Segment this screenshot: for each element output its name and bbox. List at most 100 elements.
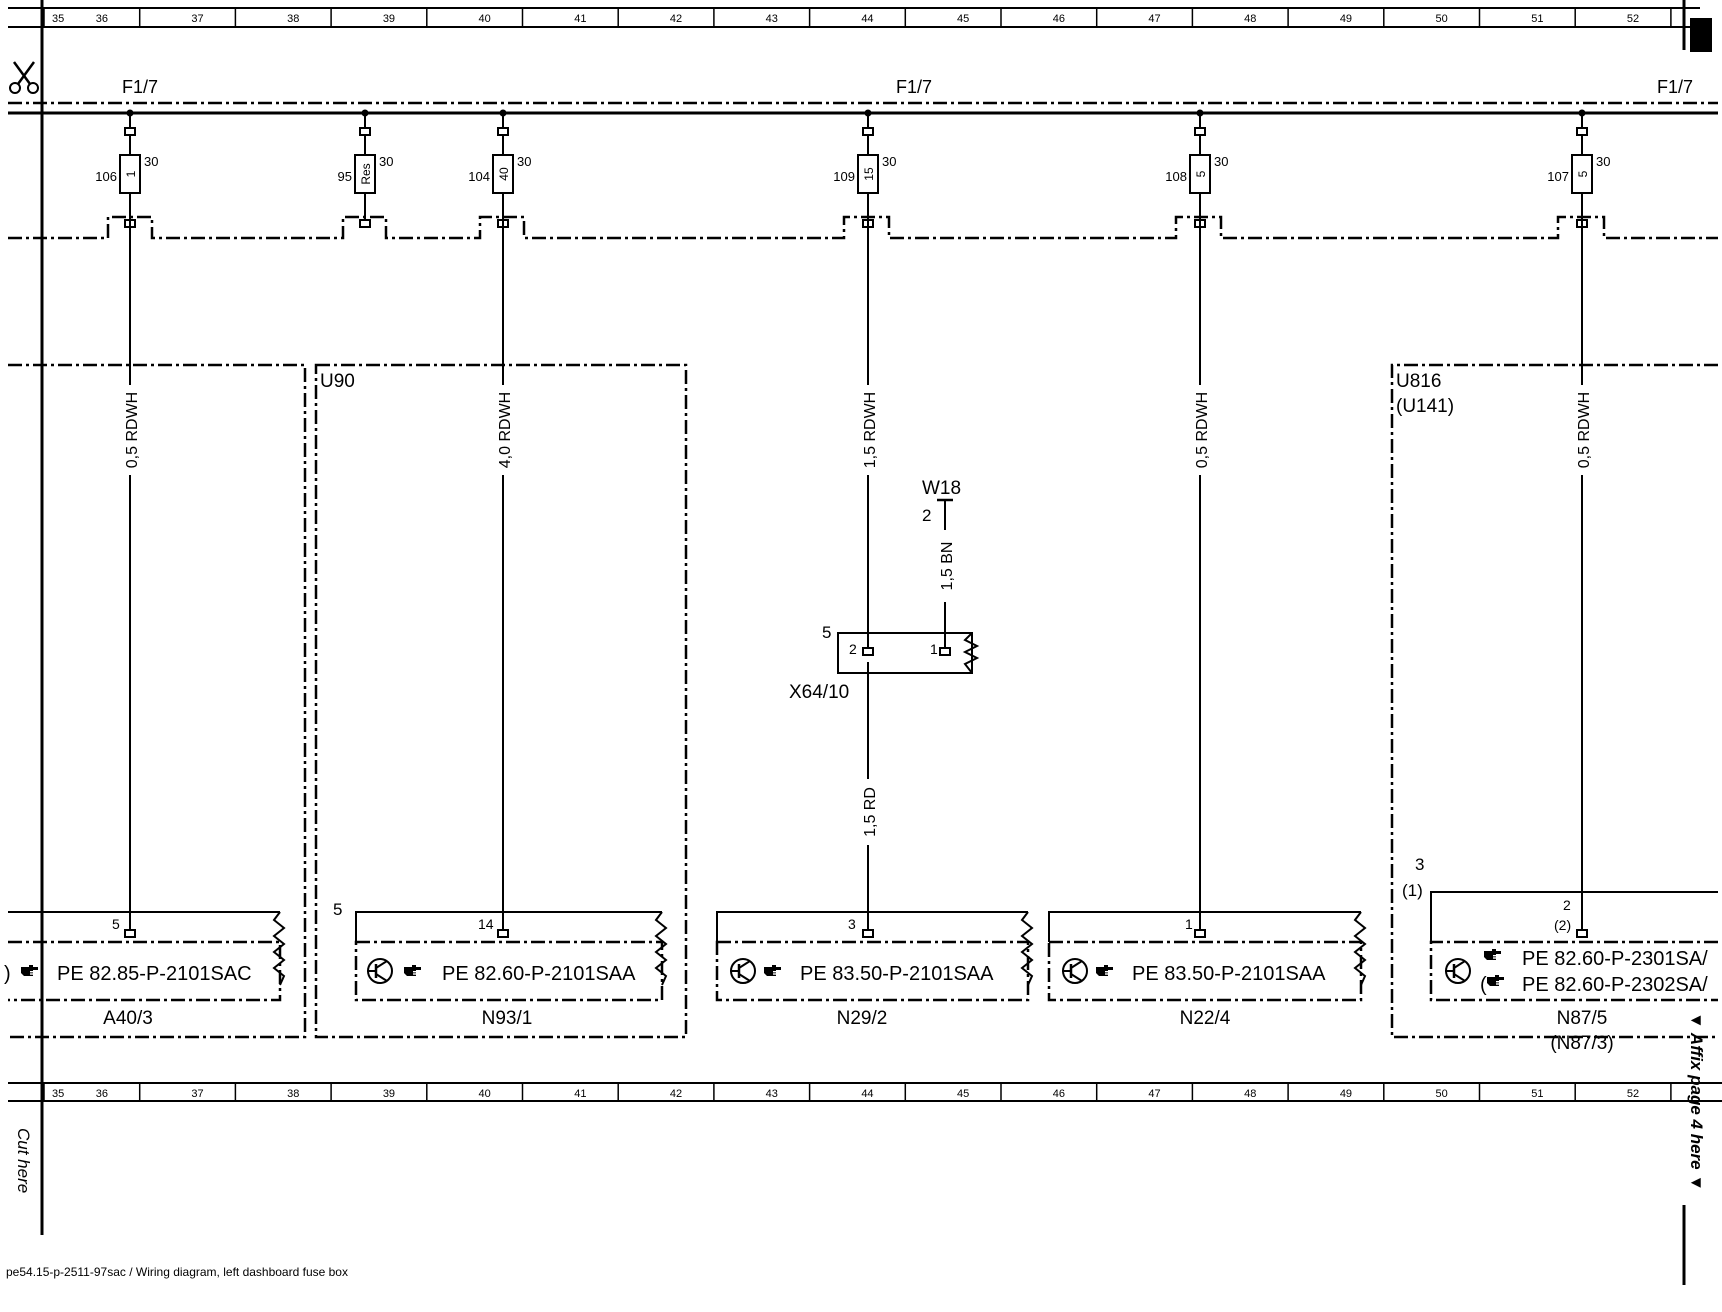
ruler-bottom-column-number: 51 [1531,1088,1543,1100]
ground-label: W18 [922,478,961,499]
ruler-bottom-column-number: 39 [383,1088,395,1100]
connector-pin-b: 1 [930,641,938,657]
components [8,891,1718,1002]
fuse-pin-label: 30 [379,154,393,169]
component-ref: PE 82.60-P-2301SA/ [1522,948,1708,970]
fuse-id: 95 [338,169,352,184]
component-ref: PE 83.50-P-2101SAA [1132,963,1326,985]
fuse-value: 5 [1576,170,1590,177]
wire-label: 0,5 RDWH [1194,392,1211,468]
fuse-pin-label: 30 [1214,154,1228,169]
transistor-icon [1443,957,1472,985]
fuse-pin-label: 30 [1596,154,1610,169]
hand-pointer-icon [1096,965,1113,976]
ground-pin: 2 [922,506,931,525]
component-ref: PE 83.50-P-2101SAA [800,963,994,985]
rail-label-right: F1/7 [1657,77,1693,97]
wire-labels: 0,5 RDWH 4,0 RDWH 1,5 RDWH 0,5 RDWH 0,5 … [120,385,1594,845]
ruler-bottom-column-number: 49 [1340,1088,1352,1100]
pin-label: (1) [1402,881,1423,900]
ruler-top-column-number: 50 [1436,13,1448,25]
ruler-bottom-column-number: 46 [1053,1088,1065,1100]
scissors-icon [9,61,39,94]
affix-marker [1690,18,1712,52]
component-refs: ) PE 82.85-P-2101SAC PE 82.60-P-2101SAA … [4,948,1708,996]
fuse-pin-label: 30 [144,154,158,169]
hand-pointer-icon [404,965,421,976]
fuse-104: 40 104 30 [468,109,531,228]
fuse-value: 40 [497,167,511,181]
ruler-top-column-number: 37 [191,13,203,25]
ruler-top-column-number: 51 [1531,13,1543,25]
fuse-box-boundary [8,215,1718,240]
fuse-value: 15 [862,167,876,181]
ruler-bottom-column-number: 42 [670,1088,682,1100]
fuse-body [857,154,879,194]
wire-columns [129,220,1583,930]
pin-label: 3 [1415,855,1424,874]
fuse-body [119,154,141,194]
wire-label: 1,5 RD [862,787,879,837]
ground-branch: W18 2 1,5 BN 5 2 1 X64/10 [789,478,980,703]
transistor-icon [365,957,394,985]
ref-paren: ) [4,963,11,985]
ruler-top-column-number: 47 [1148,13,1160,25]
pin-label: 5 [333,900,342,919]
fuse-id: 104 [468,169,490,184]
hand-pointer-icon [764,965,781,976]
ruler-bottom-column-number: 43 [766,1088,778,1100]
ruler-bottom-column-number: 41 [574,1088,586,1100]
ruler-top-column-number: 52 [1627,13,1639,25]
ruler-bottom-column-number: 44 [861,1088,873,1100]
fuse-body [354,154,376,194]
ruler-top-column-number: 49 [1340,13,1352,25]
ruler-bottom-column-number: 40 [479,1088,491,1100]
component-name: N22/4 [1180,1008,1231,1029]
fuse-value: 5 [1194,170,1208,177]
component-ref: PE 82.60-P-2302SA/ [1522,974,1708,996]
connector-label: X64/10 [789,682,849,703]
ruler-top-column-number: 36 [96,13,108,25]
ground-wire-label: 1,5 BN [939,542,956,591]
pin-label: 5 [112,916,120,932]
component-name: A40/3 [103,1008,153,1029]
pin-label: 3 [848,916,856,932]
component-ref: PE 82.85-P-2101SAC [57,963,252,985]
rail-label-center: F1/7 [896,77,932,97]
fuse-id: 109 [833,169,855,184]
wire-label: 0,5 RDWH [1576,392,1593,468]
fuse-108: 5 108 30 [1165,109,1228,228]
ruler-top-column-number: 48 [1244,13,1256,25]
ruler-bottom-column-number: 35 [52,1088,64,1100]
fuse-id: 108 [1165,169,1187,184]
unit-label-u90: U90 [320,371,355,392]
ruler-top-column-number: 39 [383,13,395,25]
ruler-top-column-number: 40 [479,13,491,25]
fuse-pin-label: 30 [882,154,896,169]
fuse-pin-label: 30 [517,154,531,169]
ref-paren: ( [1480,974,1487,996]
fuse-109: 15 109 30 [833,109,896,228]
supply-rail: F1/7 F1/7 F1/7 [8,77,1718,115]
fuse-body [1189,154,1211,194]
ruler-top-column-number: 43 [766,13,778,25]
ruler-top-column-number: 35 [52,13,64,25]
hand-pointer-icon [1487,975,1504,986]
pin-label: (2) [1554,917,1571,933]
ruler-top-column-number: 44 [861,13,873,25]
rail-label-left: F1/7 [122,77,158,97]
component-ref: PE 82.60-P-2101SAA [442,963,636,985]
ruler-bottom-column-number: 52 [1627,1088,1639,1100]
wire-label: 4,0 RDWH [497,392,514,468]
fuse-107: 5 107 30 [1547,109,1610,228]
connector-pin-a: 2 [849,641,857,657]
fuse-id: 107 [1547,169,1569,184]
fuse-id: 106 [95,169,117,184]
wire-label: 0,5 RDWH [124,392,141,468]
ruler-bottom-column-number: 47 [1148,1088,1160,1100]
